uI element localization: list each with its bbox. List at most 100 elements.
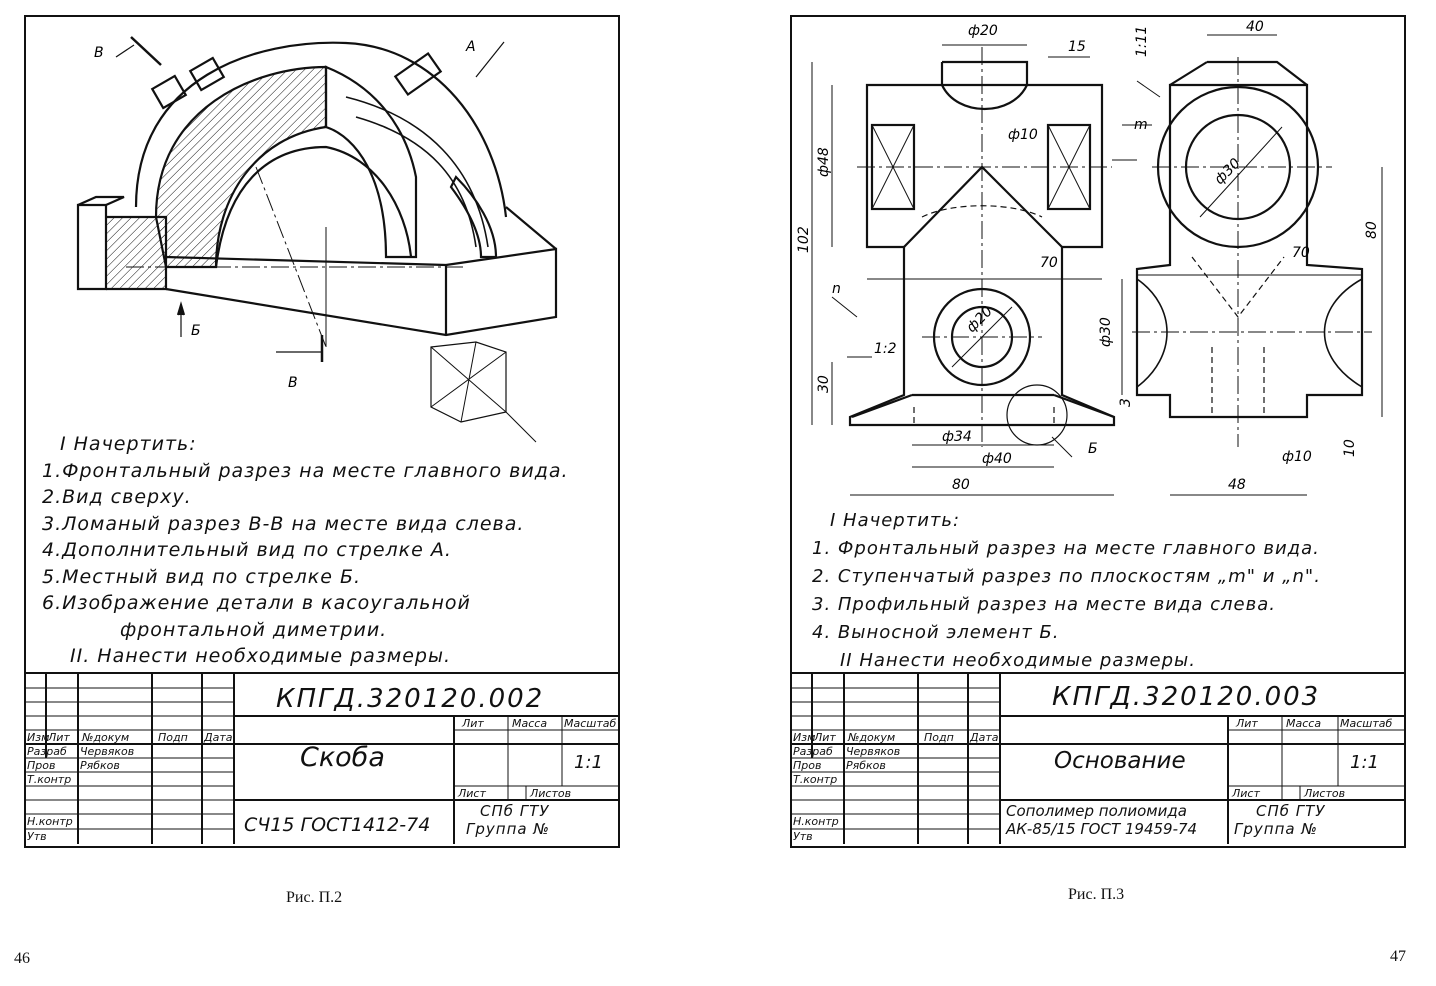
part-name: Скоба [300,742,385,773]
task-item: 3. Профильный разрез на месте вида слева… [812,594,1276,615]
col-header: №докум [82,731,130,744]
part-name: Основание [1054,748,1186,774]
task-item: 2.Вид сверху. [42,486,192,508]
task-item: 2. Ступенчатый разрез по плоскостям „m" … [812,566,1321,587]
row-label: Н.контр [27,815,73,828]
col-header: №докум [848,731,896,744]
dim-label: ф34 [942,429,972,445]
right-title-block: КПГД.320120.003 Основание Сополимер поли… [792,672,1404,846]
row-label: Разраб [793,745,833,758]
dim-label: ф30 [1098,317,1114,347]
task-footer: II Нанести необходимые размеры. [840,650,1196,671]
row-label: Т.контр [793,773,838,786]
col-header: Дата [970,731,999,744]
dim-label: ф10 [1008,127,1038,143]
row-label: Утв [27,830,47,843]
row-label: Утв [793,830,813,843]
mass-header: Масса [512,717,548,730]
scale-header: Масштаб [564,717,617,730]
left-task-list: I Начертить: 1.Фронтальный разрез на мес… [42,431,569,670]
row-label: Т.контр [27,773,72,786]
section-label-b-bottom: B [288,375,298,391]
task-item: 4. Выносной элемент Б. [812,622,1060,643]
dim-label: 70 [1040,255,1058,271]
dim-label: 15 [1068,39,1086,55]
task-item: фронтальной диметрии. [120,618,388,641]
dim-label: 80 [1364,221,1380,239]
dim-label: m [1134,117,1148,133]
dim-label: 3 [1118,398,1134,407]
col-header: Подп [158,731,188,744]
left-drawing-sheet: B A Б B I Начертить: 1.Фронтальный разре… [24,15,620,848]
dim-label: 70 [1292,245,1310,261]
scale-value: 1:1 [1350,752,1379,773]
task-item: 6.Изображение детали в касоугальной [42,592,471,614]
col-header: Изм [27,731,50,744]
dim-label: ф10 [1282,449,1312,465]
title-block-grid [26,674,618,844]
dim-label: 48 [1228,477,1246,493]
base-orthographic-drawing: ф20 15 1:11 m ф10 ф48 102 70 n 1:2 30 ф2… [796,19,1383,496]
arrow-label-a: A [465,39,476,55]
dim-label: 1:2 [874,341,897,357]
dim-label: ф48 [816,147,832,177]
left-caption: Рис. П.2 [286,889,343,906]
dim-label: ф30 [1212,155,1244,187]
scale-value: 1:1 [574,752,603,773]
mass-header: Масса [1286,717,1322,730]
col-header: Лит [48,731,70,744]
row-label: Н.контр [793,815,839,828]
row-label: Разраб [27,745,67,758]
row-name: Рябков [80,759,120,772]
right-page-number: 47 [1390,948,1406,965]
task-heading: I Начертить: [60,433,197,455]
col-header: Дата [204,731,233,744]
dim-label: 10 [1342,439,1358,457]
row-label: Пров [27,759,56,772]
task-item: 5.Местный вид по стрелке Б. [42,565,362,588]
task-item: 3.Ломаный разрез В-В на месте вида слева… [42,512,525,535]
document-code: КПГД.320120.002 [276,684,545,714]
task-item: 4.Дополнительный вид по стрелке А. [42,539,452,561]
row-label: Пров [793,759,822,772]
row-name: Рябков [846,759,886,772]
dim-label: ф20 [968,23,998,39]
bracket-isometric-drawing: B A Б B [76,36,558,443]
lit-header: Лит [462,717,484,730]
col-header: Изм [793,731,816,744]
dim-label: 40 [1246,19,1264,35]
org-line1: СПб ГТУ [1256,802,1326,820]
left-page-number: 46 [14,950,30,967]
right-drawing-sheet: ф20 15 1:11 m ф10 ф48 102 70 n 1:2 30 ф2… [790,15,1406,848]
task-footer: II. Нанести необходимые размеры. [70,645,452,667]
material-line1: Сополимер полиомида [1006,802,1187,820]
material-line2: АК-85/15 ГОСТ 19459-74 [1006,820,1198,838]
scale-header: Масштаб [1340,717,1393,730]
org-line2: Группа № [466,820,550,838]
dimension-labels: ф20 15 1:11 m ф10 ф48 102 70 n 1:2 30 ф2… [796,19,1380,493]
sheets-header: Листов [1304,787,1346,800]
org-line2: Группа № [1234,820,1318,838]
sheet-header: Лист [458,787,486,800]
sheets-header: Листов [530,787,572,800]
right-caption: Рис. П.3 [1068,886,1125,903]
task-item: 1. Фронтальный разрез на месте главного … [812,538,1320,559]
lit-header: Лит [1236,717,1258,730]
dim-label: Б [1088,441,1098,457]
sheet-header: Лист [1232,787,1260,800]
material-spec: СЧ15 ГОСТ1412-74 [244,814,431,836]
dim-label: ф40 [982,451,1012,467]
title-block-grid [792,674,1404,844]
dim-label: 30 [816,375,832,393]
org-line1: СПб ГТУ [480,802,550,820]
task-heading: I Начертить: [830,510,961,531]
task-item: 1.Фронтальный разрез на месте главного в… [42,459,569,482]
dim-label: 102 [796,226,812,253]
col-header: Лит [814,731,836,744]
dim-label: 80 [952,477,970,493]
dim-label: n [832,281,841,297]
left-title-block: КПГД.320120.002 Скоба СЧ15 ГОСТ1412-74 С… [26,672,618,846]
dim-label: 1:11 [1134,26,1150,57]
row-name: Червяков [846,745,901,758]
right-task-list: I Начертить: 1. Фронтальный разрез на ме… [812,507,1321,675]
